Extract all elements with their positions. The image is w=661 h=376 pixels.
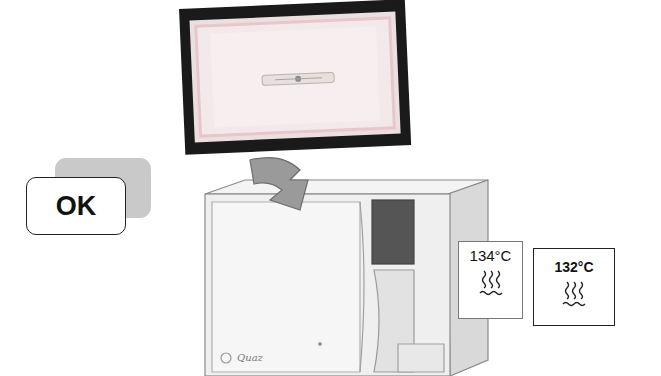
button-label: OK — [56, 191, 97, 222]
steam-symbol — [559, 279, 589, 309]
temperature-label: 132°C — [554, 259, 593, 275]
button-box: OK — [26, 177, 126, 235]
steam-symbol — [476, 268, 506, 298]
autoclave — [205, 180, 488, 376]
temperature-box: 134°C — [458, 241, 523, 319]
temperature-label: 134°C — [470, 247, 512, 264]
brand-logo: Quaz — [237, 352, 263, 363]
temperature-box: 132°C — [533, 248, 615, 326]
curved-arrow — [250, 158, 308, 210]
pouch-photo — [179, 0, 411, 155]
